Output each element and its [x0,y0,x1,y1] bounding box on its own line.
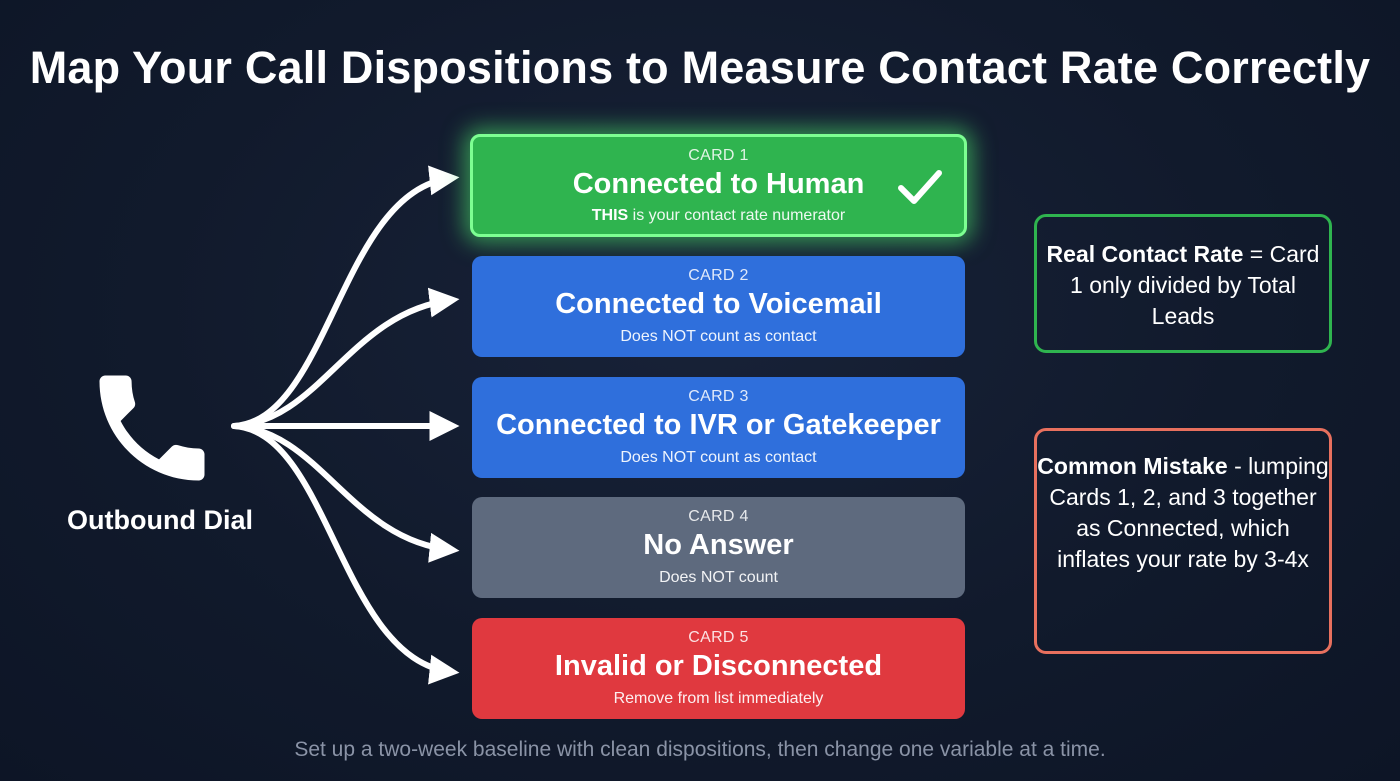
real-contact-rate-box: Real Contact Rate = Card 1 only divided … [1034,214,1332,353]
arrow-to-card-1 [231,165,460,429]
info-box-lead: Real Contact Rate [1046,241,1244,267]
phone-icon [99,375,205,481]
card-connected-to-human: CARD 1 Connected to Human THIS is your c… [470,134,967,237]
card-note: THIS is your contact rate numerator [473,207,964,225]
card-note-text: is your contact rate numerator [628,207,846,224]
arrow-to-card-4 [231,423,460,563]
card-number: CARD 1 [688,147,749,164]
card-title: No Answer [643,529,794,561]
footer-tip: Set up a two-week baseline with clean di… [294,738,1106,761]
source-label: Outbound Dial [67,505,253,535]
card-title: Invalid or Disconnected [554,650,883,682]
card-number: CARD 5 [688,629,749,646]
page-title: Map Your Call Dispositions to Measure Co… [29,42,1371,93]
card-note: Remove from list immediately [613,690,824,707]
card-connected-to-voicemail: CARD 2 Connected to Voicemail Does NOT c… [472,256,965,357]
info-box-text: = Card 1 only divided by Total Leads [1070,241,1320,329]
card-number: CARD 2 [688,267,749,284]
card-note-emphasis: THIS [591,207,629,224]
checkmark-icon [898,170,942,204]
card-note: Does NOT count [659,569,778,586]
arrow-to-card-2 [231,287,460,429]
card-title: Connected to Voicemail [555,288,882,320]
card-no-answer: CARD 4 No Answer Does NOT count [472,497,965,598]
card-title: Connected to IVR or Gatekeeper [496,409,941,441]
card-title: Connected to Human [572,168,865,200]
card-number: CARD 3 [688,388,749,405]
info-box-lead: Common Mistake [1037,453,1228,479]
info-box-text: - lumping Cards 1, 2, and 3 together as … [1049,453,1329,572]
card-invalid-or-disconnected: CARD 5 Invalid or Disconnected Remove fr… [472,618,965,719]
card-note: Does NOT count as contact [620,449,817,466]
card-note: Does NOT count as contact [620,328,817,345]
card-connected-to-ivr: CARD 3 Connected to IVR or Gatekeeper Do… [472,377,965,478]
common-mistake-box: Common Mistake - lumping Cards 1, 2, and… [1034,428,1332,654]
arrow-to-card-5 [231,423,460,685]
card-number: CARD 4 [688,508,749,525]
